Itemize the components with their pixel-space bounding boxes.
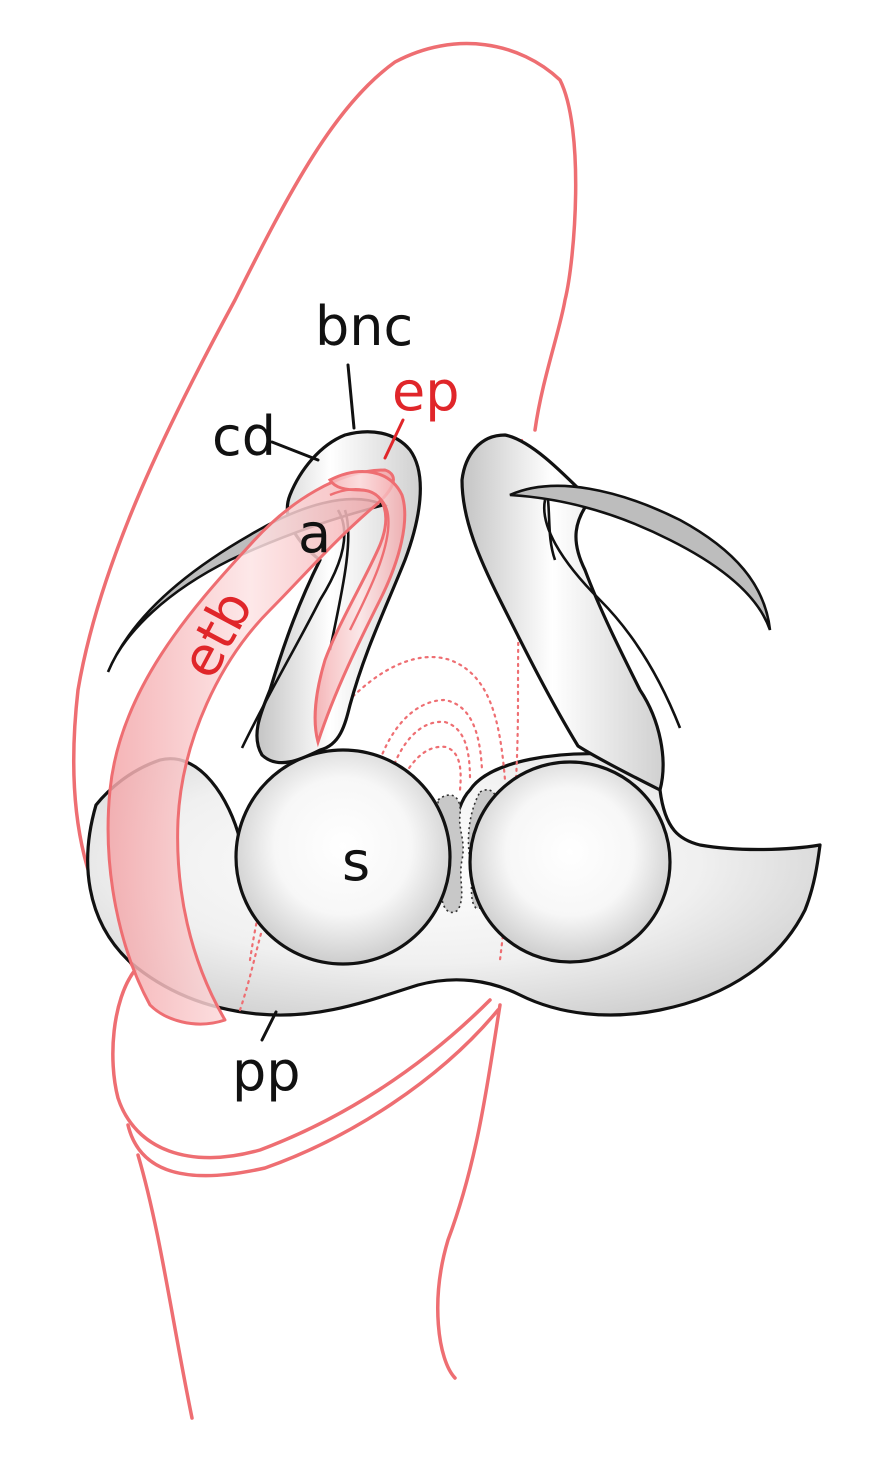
label-ep: ep xyxy=(392,360,460,423)
spermatheca-right xyxy=(468,760,672,964)
label-pp: pp xyxy=(232,1040,301,1103)
outer-sac-lower-outline xyxy=(111,968,492,1160)
dotted-arc-3 xyxy=(390,720,472,782)
spermatheca-left xyxy=(234,748,452,966)
label-s: s xyxy=(342,830,370,893)
body-outline xyxy=(71,41,578,1420)
spermathecae xyxy=(234,748,672,966)
stalk-right-outline xyxy=(436,1003,502,1380)
ep-inner-line xyxy=(329,488,390,631)
dotted-lower-left xyxy=(238,928,264,1012)
right-inner-curve-2 xyxy=(546,499,557,561)
ejaculatory-tube xyxy=(106,468,407,1026)
etb-tube xyxy=(106,468,395,1026)
label-cd: cd xyxy=(212,405,276,468)
outer-sac-outline xyxy=(71,41,578,972)
dotted-arc-4 xyxy=(400,745,462,792)
right-inner-curve xyxy=(542,499,682,729)
stalk-left-outline xyxy=(136,1153,194,1420)
ep-leader xyxy=(383,418,405,460)
label-a: a xyxy=(298,502,331,565)
pp-leader xyxy=(260,1010,278,1042)
right-arm-hook xyxy=(509,484,772,631)
right-arm xyxy=(460,433,772,792)
label-bnc: bnc xyxy=(315,295,413,358)
leader-lines xyxy=(260,363,405,1042)
dotted-arc-2 xyxy=(378,698,484,772)
cd-leader xyxy=(270,440,320,462)
dotted-arc-outer xyxy=(248,656,507,962)
inner-sac-lower-outline xyxy=(126,1008,500,1178)
bnc-leader xyxy=(346,363,356,430)
